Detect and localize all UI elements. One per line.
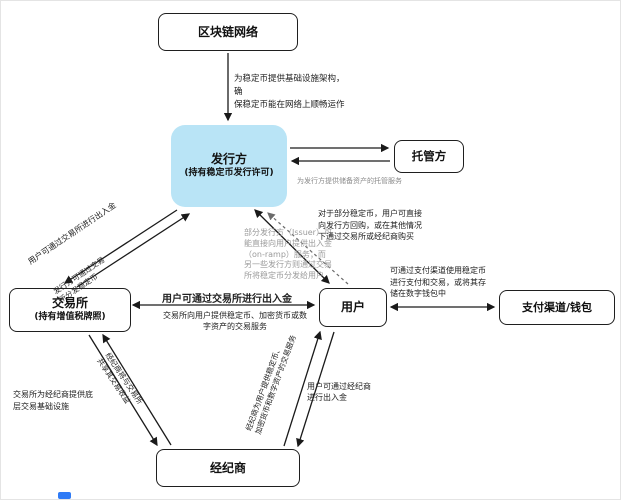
- arrow-exchange-to-issuer: [76, 213, 191, 288]
- user-node: 用户: [319, 288, 387, 327]
- label-user-redeem-note: 对于部分稳定币，用户可直接 向发行方回购，或在其他情况 下通过交易所或经纪商购买: [318, 209, 422, 242]
- label-broker-user-deposit: 用户可通过经纪商进行出入金: [307, 382, 371, 403]
- arrow-issuer-user: [254, 209, 330, 284]
- label-exchange-user-services: 交易所向用户提供稳定币、加密货币或数 字资产的交易服务: [163, 311, 307, 332]
- arrow-broker-to-exchange: [102, 333, 172, 446]
- broker-label: 经纪商: [209, 460, 246, 475]
- custodian-node: 托管方: [394, 140, 464, 173]
- label-issuer-onramp-note: 部分发行方（Issuer）可 能直接向用户提供出入金 （on-ramp）服务；而…: [244, 228, 332, 281]
- broker-node: 经纪商: [156, 449, 300, 487]
- label-payment-wallet-note: 可通过支付渠道使用稳定币 进行支付和交易，或将其存 储在数字钱包中: [390, 266, 486, 299]
- exchange-node: 交易所 (持有增值税牌照): [9, 288, 131, 332]
- issuer-node: 发行方 (持有稳定币发行许可): [171, 125, 287, 207]
- label-exchange-broker-infrastructure: 交易所为经纪商提供底 层交易基础设施: [13, 390, 93, 411]
- exchange-sublabel: (持有增值税牌照): [34, 312, 106, 323]
- arrow-broker-to-user: [283, 330, 322, 447]
- cropped-blue-artifact: [58, 492, 71, 499]
- label-exchange-user-deposit-bold: 用户可通过交易所进行出入金: [162, 294, 292, 305]
- arrow-user-to-broker: [296, 331, 335, 448]
- payment-channel-wallet-label: 支付渠道/钱包: [521, 300, 593, 314]
- blockchain-network-label: 区块链网络: [197, 24, 258, 39]
- exchange-label: 交易所: [51, 295, 88, 310]
- user-label: 用户: [340, 300, 365, 315]
- label-blockchain-infrastructure-note: 为稳定币提供基础设施架构，确 保稳定币能在网络上顺畅运作: [234, 74, 345, 111]
- arrow-issuer-to-exchange: [63, 209, 178, 284]
- issuer-label: 发行方: [210, 151, 247, 166]
- issuer-sublabel: (持有稳定币发行许可): [184, 168, 274, 179]
- label-custodian-note: 为发行方提供储备资产的托管服务: [297, 177, 402, 185]
- arrow-exchange-to-broker: [88, 334, 158, 447]
- blockchain-network-node: 区块链网络: [158, 13, 298, 51]
- custodian-label: 托管方: [411, 148, 447, 163]
- payment-channel-wallet-node: 支付渠道/钱包: [499, 290, 615, 325]
